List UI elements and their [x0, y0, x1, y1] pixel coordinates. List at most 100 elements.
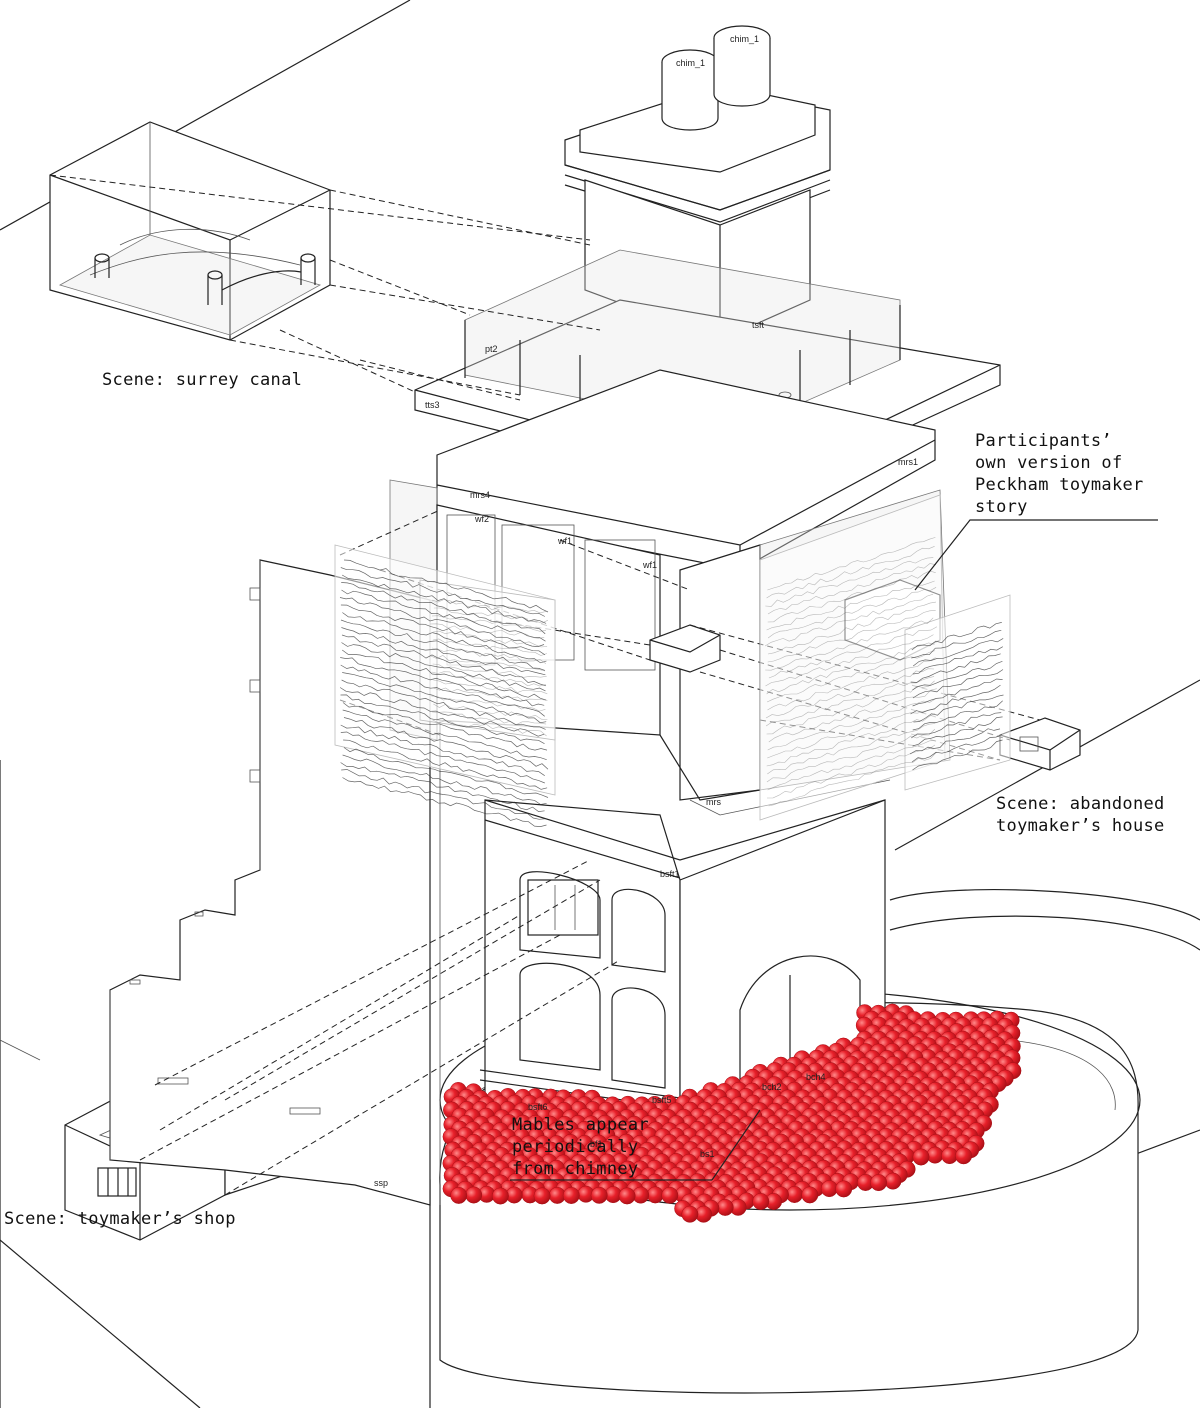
- handwriting-stroke: [341, 589, 546, 642]
- part-label-bsft6: bsft6: [528, 1102, 548, 1112]
- handwriting-stroke: [432, 638, 547, 656]
- handwriting-stroke: [767, 570, 936, 623]
- handwriting-stroke: [765, 557, 934, 607]
- handwriting-stroke: [430, 623, 545, 639]
- handwriting-stroke: [433, 703, 548, 720]
- marble: [450, 1186, 468, 1204]
- part-label-chim-2: chim_1: [730, 34, 759, 44]
- handwriting-stroke: [343, 717, 549, 770]
- handwriting-stroke: [912, 660, 1003, 691]
- handwriting-stroke: [340, 724, 545, 776]
- annotation-participants-story: Participants’ own version of Peckham toy…: [975, 431, 1144, 517]
- handwriting-stroke: [342, 612, 547, 664]
- handwriting-stroke: [343, 559, 549, 613]
- handwriting-stroke: [430, 654, 545, 672]
- part-label-mrs: mrs: [706, 797, 721, 807]
- part-label-tts3: tts3: [425, 400, 440, 410]
- handwriting-stroke: [765, 617, 934, 671]
- handwriting-stroke: [766, 642, 935, 695]
- handwriting-stroke: [342, 672, 547, 724]
- annotation-leader-lines: [510, 519, 1158, 1181]
- handwriting-stroke: [767, 740, 936, 791]
- surrey-canal-model: [49, 121, 331, 341]
- annotation-surrey-canal: Scene: surrey canal: [102, 370, 303, 390]
- handwriting-stroke: [912, 700, 1003, 731]
- marble: [835, 1180, 853, 1198]
- handwriting-stroke: [911, 712, 1002, 739]
- handwriting-stroke: [431, 615, 547, 632]
- handwriting-stroke: [431, 695, 546, 712]
- handwriting-stroke: [768, 751, 937, 807]
- part-label-chim-1: chim_1: [676, 58, 705, 68]
- handwriting-stroke: [343, 739, 548, 790]
- marble: [661, 1186, 679, 1204]
- handwriting-stroke: [767, 587, 937, 639]
- part-label-mrs4: mrs4: [470, 490, 490, 500]
- handwriting-stroke: [431, 599, 547, 614]
- part-label-wf2: wf2: [474, 514, 489, 524]
- middle-roof-slab: [436, 369, 936, 571]
- handwriting-stroke: [340, 694, 545, 745]
- handwriting-stroke: [431, 647, 547, 664]
- handwriting-stroke: [767, 708, 936, 759]
- marble: [801, 1186, 819, 1204]
- marble: [533, 1187, 551, 1205]
- part-label-bch4: bch4: [806, 1072, 826, 1082]
- handwriting-stroke: [766, 546, 935, 599]
- handwriting-stroke: [767, 657, 936, 711]
- handwriting-stroke: [340, 567, 545, 617]
- handwriting-stroke: [341, 679, 546, 730]
- handwriting-stroke: [768, 688, 937, 743]
- handwriting-stroke: [432, 719, 547, 737]
- handwriting-stroke: [768, 626, 938, 679]
- handwriting-stroke: [341, 574, 547, 624]
- handwriting-stroke: [766, 580, 935, 631]
- part-label-bsft5: bsft5: [652, 1095, 672, 1105]
- handwriting-stroke: [341, 642, 546, 692]
- handwriting-stroke: [340, 731, 545, 784]
- handwriting-stroke: [340, 664, 545, 717]
- handwriting-stroke: [767, 563, 937, 615]
- handwriting-stroke: [766, 713, 935, 767]
- marble: [465, 1186, 483, 1204]
- handwriting-stroke: [340, 762, 545, 812]
- marble: [884, 1172, 902, 1190]
- handwriting-stroke: [912, 716, 1003, 747]
- handwriting-stroke: [912, 669, 1004, 699]
- handwriting-stroke: [341, 582, 546, 635]
- handwriting-stroke: [767, 610, 936, 663]
- handwriting-stroke: [341, 634, 547, 687]
- marble: [646, 1186, 664, 1204]
- handwriting-stroke: [343, 747, 549, 798]
- marble: [955, 1147, 973, 1165]
- handwriting-stroke: [912, 739, 1003, 771]
- handwriting-stroke: [909, 728, 1001, 755]
- handwriting-stroke: [766, 680, 935, 735]
- handwriting-stroke: [910, 684, 1001, 715]
- handwriting-stroke: [766, 728, 936, 783]
- part-label-ssp: ssp: [374, 1178, 388, 1188]
- marble: [820, 1180, 838, 1198]
- handwriting-stroke: [764, 593, 934, 647]
- handwriting-stroke: [765, 668, 935, 719]
- handwriting-stroke: [913, 694, 1004, 723]
- part-label-bsft1: bsft1: [660, 869, 680, 879]
- handwriting-stroke: [765, 676, 935, 727]
- marble: [870, 1174, 888, 1192]
- handwriting-stroke: [342, 702, 548, 751]
- handwriting-stroke: [432, 663, 547, 678]
- annotation-abandoned-house: Scene: abandoned toymaker’s house: [996, 794, 1165, 836]
- part-label-bs1: bs1: [700, 1149, 715, 1159]
- annotation-marbles: Mables appear periodically from chimney: [512, 1115, 649, 1179]
- handwriting-stroke: [912, 646, 1003, 675]
- part-label-mrs1: mrs1: [898, 457, 918, 467]
- handwriting-stroke: [911, 733, 1003, 763]
- handwriting-stroke: [767, 601, 937, 655]
- handwriting-stroke: [342, 709, 547, 761]
- handwriting-stroke: [767, 537, 936, 591]
- part-label-wf1-a: wf1: [557, 536, 572, 546]
- handwriting-stroke: [912, 678, 1003, 707]
- part-label-bch2: bch2: [762, 1082, 782, 1092]
- handwriting-stroke: [340, 657, 545, 707]
